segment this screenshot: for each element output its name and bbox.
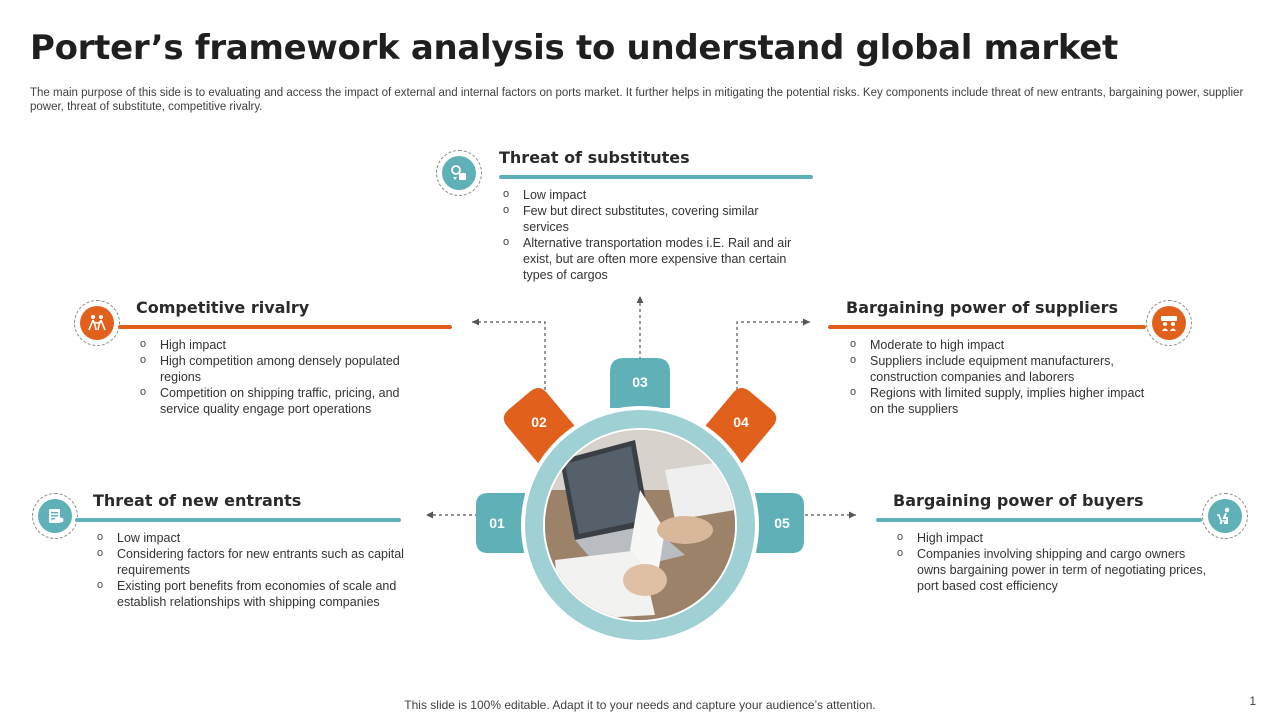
slide-footer: This slide is 100% editable. Adapt it to…	[404, 698, 876, 712]
gear-tooth-03	[610, 358, 670, 408]
list-item: Considering factors for new entrants suc…	[93, 545, 407, 578]
buyers-heading: Bargaining power of buyers	[893, 491, 1144, 510]
substitutes-rule	[499, 175, 813, 179]
rivalry-rule	[118, 325, 452, 329]
substitutes-badge	[436, 150, 482, 196]
connector-arrows	[426, 296, 856, 519]
entrants-list: Low impact Considering factors for new e…	[93, 529, 404, 610]
slide-title: Porter’s framework analysis to understan…	[30, 28, 1119, 68]
list-item: Alternative transportation modes i.E. Ra…	[499, 234, 813, 283]
list-item: Few but direct substitutes, covering sim…	[499, 202, 793, 235]
rivalry-heading: Competitive rivalry	[136, 298, 310, 317]
substitutes-list: Low impact Few but direct substitutes, c…	[499, 186, 813, 283]
buyers-block: Bargaining power of buyers High impact C…	[876, 491, 1206, 594]
suppliers-heading: Bargaining power of suppliers	[846, 298, 1119, 317]
center-photo	[545, 430, 735, 620]
list-item: Regions with limited supply, implies hig…	[846, 384, 1155, 417]
gear-tooth-01	[476, 493, 525, 553]
segment-label-01: 01	[489, 515, 505, 531]
list-item: Suppliers include equipment manufacturer…	[846, 352, 1155, 385]
buyers-badge	[1202, 493, 1248, 539]
list-item: High impact	[893, 529, 1202, 546]
list-item: Existing port benefits from economies of…	[93, 577, 407, 610]
entrants-heading: Threat of new entrants	[93, 491, 302, 510]
rivalry-badge	[74, 300, 120, 346]
suppliers-rule	[828, 325, 1146, 329]
rivalry-icon	[88, 315, 106, 331]
buyers-list: High impact Companies involving shipping…	[893, 529, 1206, 594]
slide-subtitle: The main purpose of this side is to eval…	[30, 87, 1244, 113]
segment-label-03: 03	[632, 374, 648, 390]
arrow-to-rivalry	[472, 318, 546, 390]
suppliers-list: Moderate to high impact Suppliers includ…	[846, 336, 1146, 417]
suppliers-block: Bargaining power of suppliers Moderate t…	[828, 298, 1146, 417]
list-item: Low impact	[93, 529, 401, 546]
suppliers-badge	[1146, 300, 1192, 346]
list-item: High impact	[136, 336, 452, 353]
entrants-badge	[32, 493, 78, 539]
suppliers-icon	[1161, 316, 1177, 331]
page-number: 1	[1249, 694, 1256, 708]
entrants-rule	[75, 518, 401, 522]
substitutes-icon	[451, 165, 466, 180]
list-item: Low impact	[499, 186, 813, 203]
segment-label-05: 05	[774, 515, 790, 531]
rivalry-list: High impact High competition among dense…	[136, 336, 452, 417]
arrow-to-suppliers	[736, 318, 810, 390]
gear-tooth-05	[755, 493, 804, 553]
substitutes-heading: Threat of substitutes	[499, 148, 690, 167]
rivalry-block: Competitive rivalry High impact High com…	[118, 298, 452, 417]
list-item: High competition among densely populated…	[136, 352, 440, 385]
substitutes-block: Threat of substitutes Low impact Few but…	[499, 148, 813, 283]
list-item: Competition on shipping traffic, pricing…	[136, 384, 440, 417]
buyers-rule	[876, 518, 1202, 522]
buyers-icon	[1217, 507, 1230, 525]
entrants-icon	[49, 509, 64, 523]
list-item: Moderate to high impact	[846, 336, 1146, 353]
entrants-block: Threat of new entrants Low impact Consid…	[75, 491, 404, 610]
segment-label-04: 04	[733, 414, 749, 430]
segment-label-02: 02	[531, 414, 547, 430]
list-item: Companies involving shipping and cargo o…	[893, 545, 1207, 594]
